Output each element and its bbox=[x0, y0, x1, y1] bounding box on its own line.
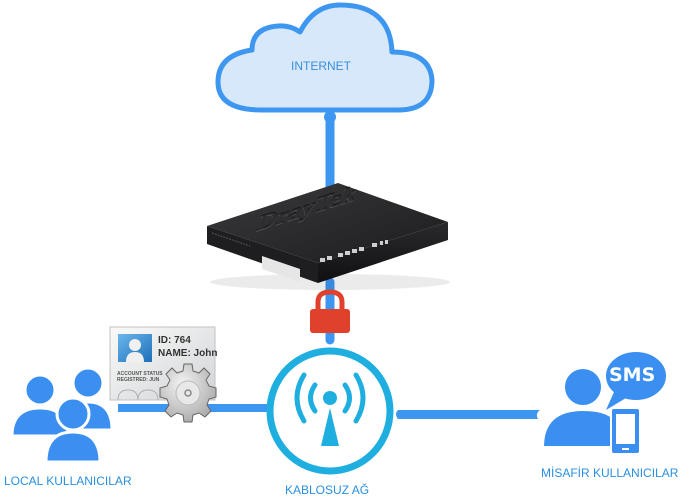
users-group-icon bbox=[10, 366, 114, 464]
router-icon bbox=[207, 183, 450, 290]
id-card-id: ID: 764 bbox=[158, 335, 191, 346]
id-card-status: ACCOUNT STATUS bbox=[117, 371, 163, 377]
guest-users-label: MİSAFİR KULLANICILAR bbox=[541, 466, 679, 480]
id-card-registered: REGISTRED: JUN bbox=[117, 377, 160, 383]
wireless-network-label: KABLOSUZ AĞ bbox=[285, 483, 370, 497]
padlock-icon bbox=[310, 289, 350, 333]
id-card-name: NAME: John bbox=[158, 348, 218, 359]
phone-icon bbox=[610, 407, 641, 455]
cloud-icon bbox=[215, 2, 435, 113]
gear-icon bbox=[159, 363, 217, 423]
sms-bubble-icon bbox=[604, 350, 668, 410]
connection-wireless-guest bbox=[396, 410, 540, 419]
connection-internet-router bbox=[324, 111, 336, 199]
wifi-access-point-icon bbox=[266, 347, 394, 475]
local-users-label: LOCAL KULLANICILAR bbox=[4, 474, 132, 488]
internet-label: INTERNET bbox=[291, 59, 351, 73]
sms-badge: SMS bbox=[609, 364, 656, 386]
